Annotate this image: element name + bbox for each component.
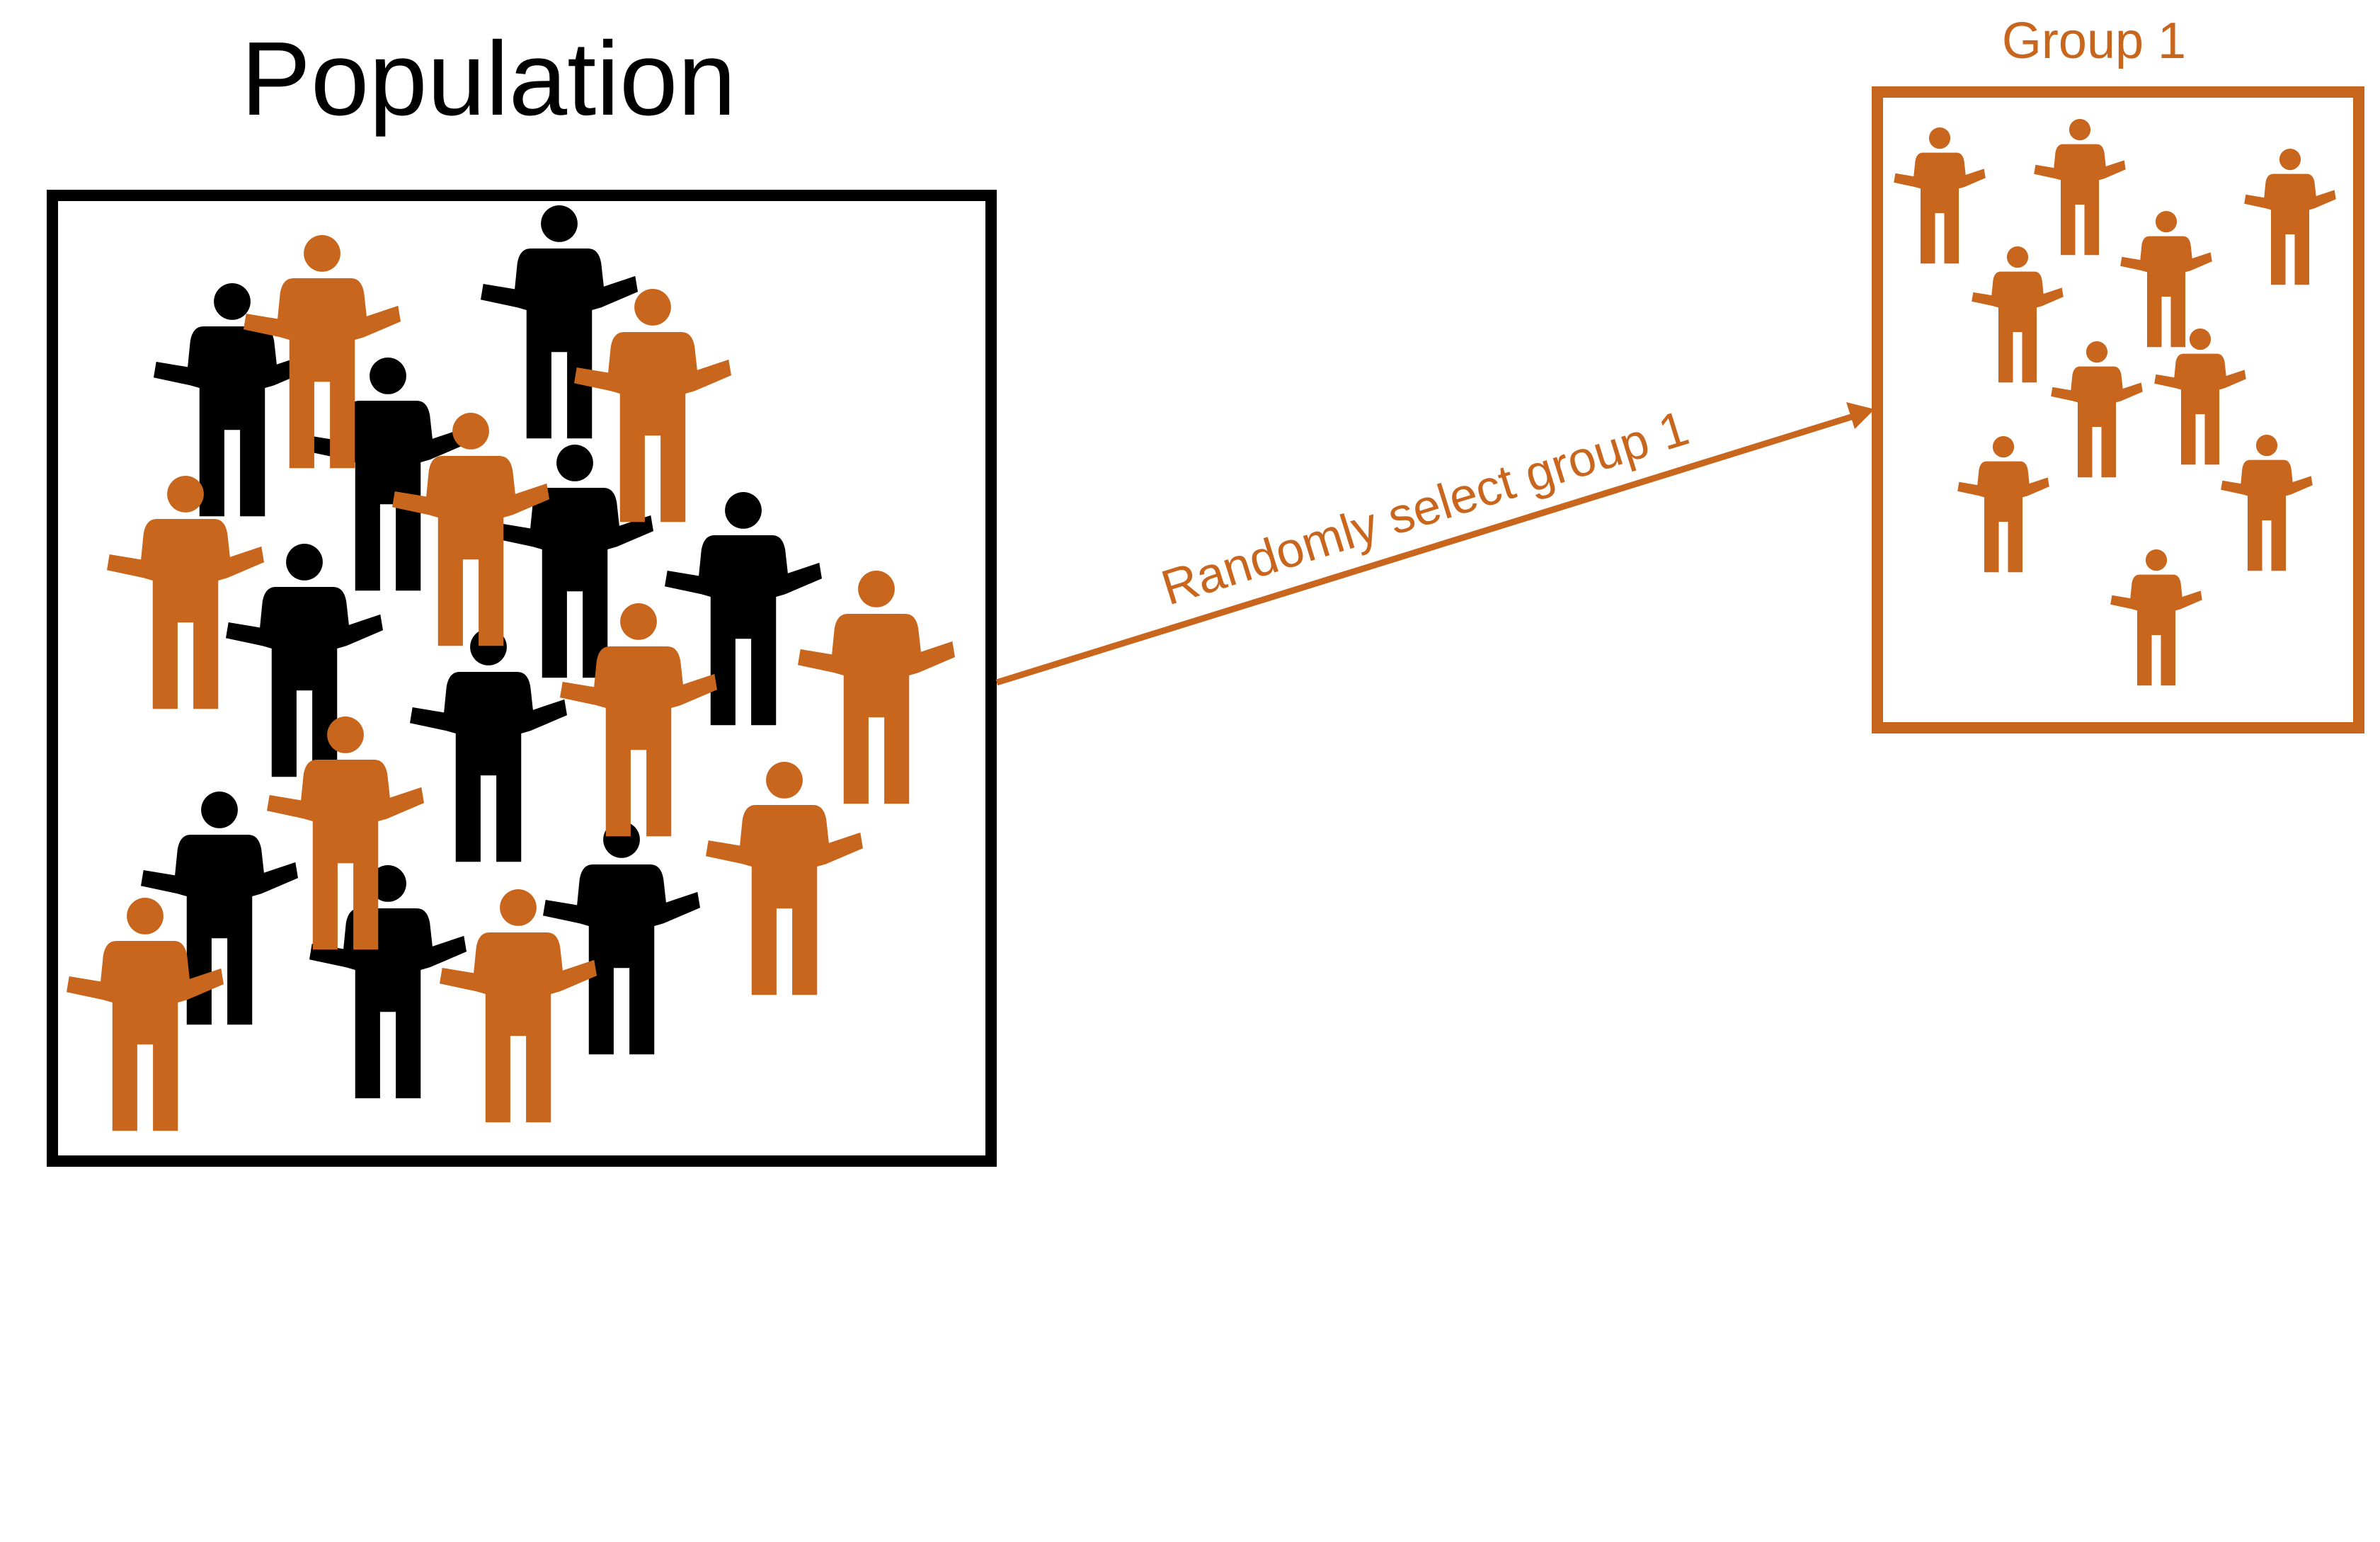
person-icon (2221, 435, 2313, 571)
person-icon (2034, 119, 2126, 256)
person-icon (440, 889, 597, 1123)
person-icon (574, 289, 731, 522)
group-title: Group 1 (2002, 13, 2186, 69)
person-icon (2244, 149, 2336, 285)
person-icon (798, 571, 955, 804)
person-icon (1894, 127, 1986, 264)
person-icon (481, 205, 638, 439)
population-box (47, 190, 997, 1167)
group-crowd (1894, 119, 2336, 686)
person-icon (2120, 211, 2212, 348)
person-icon (1972, 246, 2064, 383)
population-title: Population (241, 21, 736, 137)
person-icon (543, 821, 700, 1055)
person-icon (1957, 436, 2049, 573)
selection-arrow (995, 402, 1875, 686)
arrow-label: Randomly select group 1 (1155, 400, 1695, 616)
person-icon (706, 762, 863, 995)
person-icon (2051, 341, 2143, 478)
group-box (1872, 86, 2364, 733)
population-crowd (67, 205, 955, 1131)
person-icon (2110, 549, 2202, 686)
person-icon (2154, 329, 2246, 465)
